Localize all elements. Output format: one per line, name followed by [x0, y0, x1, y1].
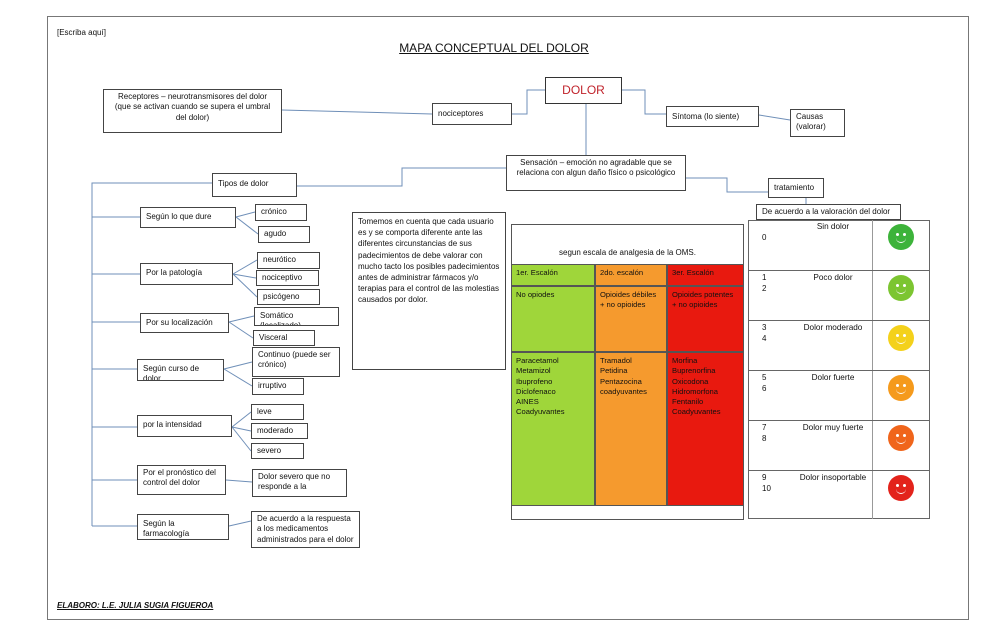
page-title: MAPA CONCEPTUAL DEL DOLOR — [399, 41, 589, 55]
pain-scale-label: Dolor fuerte — [811, 373, 855, 382]
tipos-box: Tipos de dolor — [212, 173, 297, 197]
category-duracion: Según lo que dure — [140, 207, 236, 228]
item-psicogeno: psicógeno — [257, 289, 320, 305]
pain-scale-row: 5 6 Dolor fuerte — [748, 370, 930, 420]
face-icon — [888, 475, 914, 501]
oms-col-header: 2do. escalón — [595, 264, 667, 286]
oms-col-header: 3er. Escalón — [667, 264, 744, 286]
item-neurotico: neurótico — [257, 252, 320, 269]
item-moderado: moderado — [251, 423, 308, 439]
category-patologia: Por la patología — [140, 263, 233, 285]
face-icon — [888, 325, 914, 351]
face-icon — [888, 425, 914, 451]
pain-scale-number: 0 — [762, 233, 767, 242]
pain-scale-label: Dolor moderado — [803, 323, 863, 332]
oms-title: segun escala de analgesia de la OMS. — [559, 248, 696, 257]
pain-scale-label: Poco dolor — [813, 273, 853, 282]
causas-box: Causas (valorar) — [790, 109, 845, 137]
item-visceral: Visceral — [253, 330, 315, 346]
pain-scale-label: Dolor muy fuerte — [802, 423, 864, 432]
pain-scale-row: 3 4 Dolor moderado — [748, 320, 930, 370]
pain-scale-divider — [872, 220, 873, 519]
item-severo: severo — [251, 443, 304, 459]
item-irruptivo: irruptivo — [252, 378, 304, 395]
pain-scale-table — [748, 220, 930, 519]
category-curso: Según curso de dolor — [137, 359, 224, 381]
category-localizacion: Por su localización — [140, 313, 229, 333]
category-pronostico: Por el pronóstico del control del dolor — [137, 465, 226, 495]
oms-row1-cell: Opioides débiles + no opioides — [595, 286, 667, 352]
item-farmacologia: De acuerdo a la respuesta a los medicame… — [251, 511, 360, 548]
page-frame — [47, 16, 969, 620]
header-placeholder[interactable]: [Escriba aquí] — [57, 28, 106, 37]
pain-scale-number: 1 2 — [762, 273, 767, 293]
pain-scale-label: Sin dolor — [816, 222, 850, 231]
pain-scale-row: 0 Sin dolor — [748, 220, 930, 270]
item-pronostico: Dolor severo que no responde a la — [252, 469, 347, 497]
item-somatico: Somático (localizado) — [254, 307, 339, 326]
item-leve: leve — [251, 404, 304, 420]
oms-row2-cell: Paracetamol Metamizol Ibuprofeno Diclofe… — [511, 352, 595, 506]
dolor-box: DOLOR — [545, 77, 622, 104]
pain-scale-number: 9 10 — [762, 473, 771, 493]
pain-scale-row: 9 10 Dolor insoportable — [748, 470, 930, 520]
tratamiento-box: tratamiento — [768, 178, 824, 198]
oms-row1-cell: Opioides potentes + no opioides — [667, 286, 744, 352]
pain-scale-number: 5 6 — [762, 373, 767, 393]
valoracion-box: De acuerdo a la valoración del dolor — [756, 204, 901, 220]
face-icon — [888, 375, 914, 401]
item-cronico: crónico — [255, 204, 307, 221]
oms-row2-cell: Morfina Buprenorfina Oxicodona Hidromorf… — [667, 352, 744, 506]
item-nociceptivo: nociceptivo — [256, 270, 319, 286]
receptores-box: Receptores – neurotransmisores del dolor… — [103, 89, 282, 133]
pain-scale-row: 1 2 Poco dolor — [748, 270, 930, 320]
category-intensidad: por la intensidad — [137, 415, 232, 437]
pain-scale-label: Dolor insoportable — [799, 473, 867, 482]
note-box: Tomemos en cuenta que cada usuario es y … — [352, 212, 506, 370]
oms-row2-cell: Tramadol Petidina Pentazocina coadyuvant… — [595, 352, 667, 506]
item-agudo: agudo — [258, 226, 310, 243]
category-farmacologia: Según la farmacología — [137, 514, 229, 540]
pain-scale-row: 7 8 Dolor muy fuerte — [748, 420, 930, 470]
nociceptores-box: nociceptores — [432, 103, 512, 125]
sintoma-box: Síntoma (lo siente) — [666, 106, 759, 127]
face-icon — [888, 224, 914, 250]
footer-author: ELABORO: L.E. JULIA SUGIA FIGUEROA — [57, 601, 214, 610]
pain-scale-number: 7 8 — [762, 423, 767, 443]
sensacion-box: Sensación – emoción no agradable que se … — [506, 155, 686, 191]
pain-scale-number: 3 4 — [762, 323, 767, 343]
face-icon — [888, 275, 914, 301]
item-continuo: Continuo (puede ser crónico) — [252, 347, 340, 377]
oms-col-header: 1er. Escalón — [511, 264, 595, 286]
oms-row1-cell: No opiodes — [511, 286, 595, 352]
